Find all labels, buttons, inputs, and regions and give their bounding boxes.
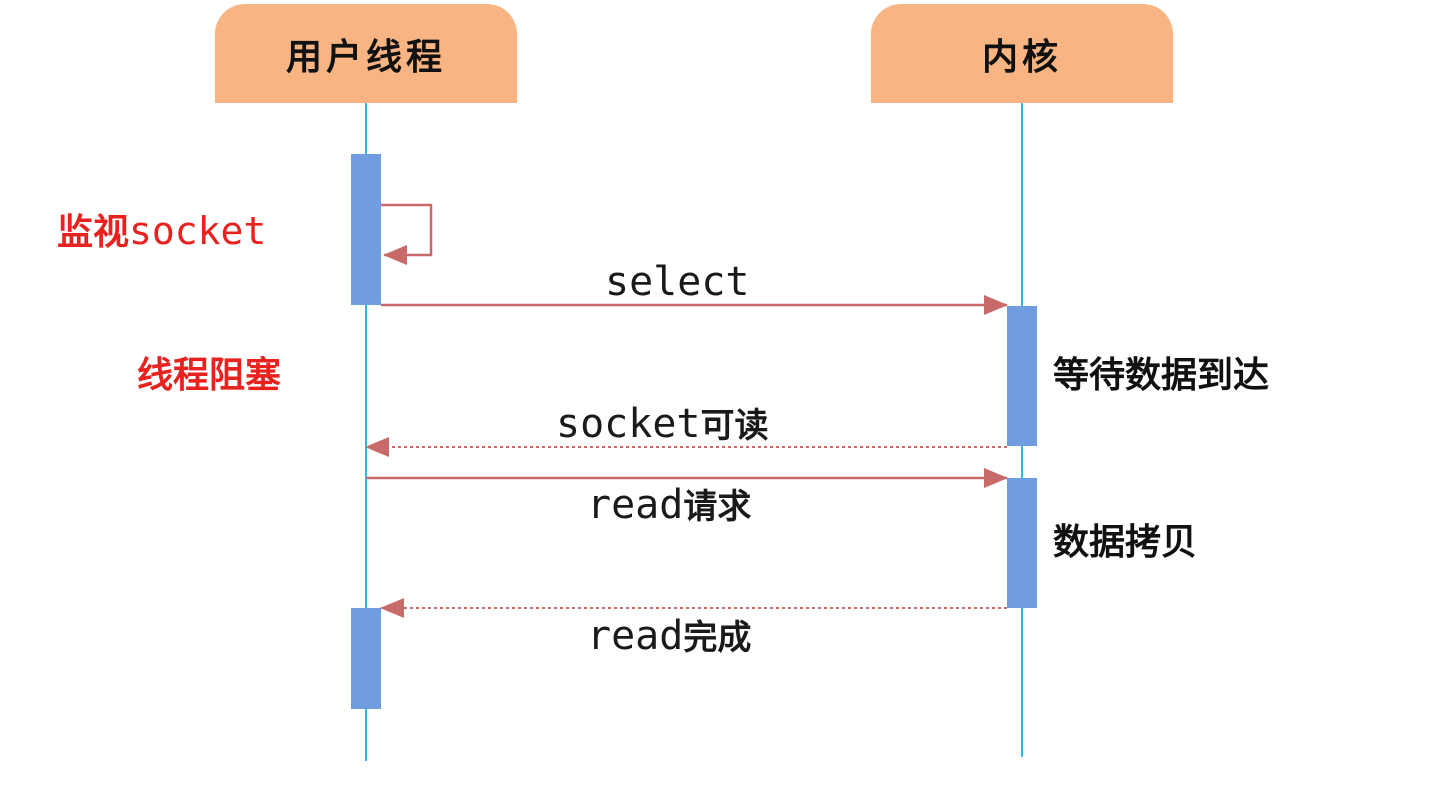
lifeline-user-thread [365,103,367,761]
message-readable-suffix: 可读 [700,406,769,446]
message-read-done-prefix: read [587,613,684,659]
note-monitor-prefix: 监视 [57,212,130,253]
activation-kernel-copy [1007,478,1037,608]
participant-user-thread-label: 用户线程 [285,36,446,78]
message-select-label: select [605,259,750,305]
activation-user-read-done [351,608,381,709]
self-call-arrow [381,203,433,265]
note-thread-blocked: 线程阻塞 [137,355,282,396]
activation-kernel-wait [1007,306,1037,446]
note-monitor-socket: 监视socket [57,212,266,251]
participant-kernel: 内核 [871,4,1173,103]
note-data-copy: 数据拷贝 [1053,522,1198,563]
message-read-request-suffix: 请求 [683,487,752,527]
note-wait-data: 等待数据到达 [1053,355,1270,396]
message-readable-label: socket可读 [556,404,769,444]
message-read-done-label: read完成 [587,616,751,656]
message-read-done-suffix: 完成 [683,618,752,658]
participant-kernel-label: 内核 [981,36,1062,78]
message-read-request-prefix: read [587,482,684,528]
message-readable-prefix: socket [556,401,701,447]
participant-user-thread: 用户线程 [215,4,517,103]
activation-user-monitor [351,154,381,305]
note-monitor-suffix: socket [129,209,267,253]
message-read-request-label: read请求 [587,485,751,525]
